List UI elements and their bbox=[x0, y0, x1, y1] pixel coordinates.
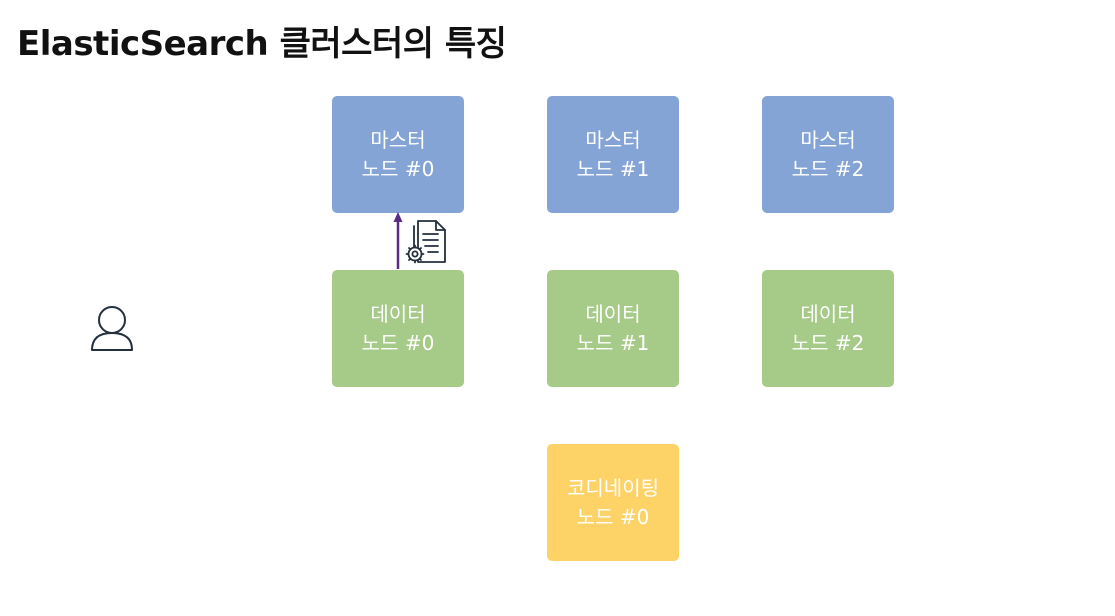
node-role-label: 데이터 bbox=[585, 301, 641, 326]
node-role-label: 마스터 bbox=[370, 127, 426, 152]
slide-title: ElasticSearch 클러스터의 특징 bbox=[17, 24, 507, 64]
document-settings-icon bbox=[405, 220, 446, 264]
node-name-label: 노드 #1 bbox=[576, 330, 650, 355]
node-name-label: 노드 #1 bbox=[576, 156, 650, 181]
node-role-label: 코디네이팅 bbox=[567, 475, 659, 500]
node-name-label: 노드 #2 bbox=[791, 156, 865, 181]
node-role-label: 마스터 bbox=[585, 127, 641, 152]
master-node-2: 마스터 노드 #2 bbox=[762, 96, 894, 213]
data-node-1: 데이터 노드 #1 bbox=[547, 270, 679, 387]
coordinating-node-0: 코디네이팅 노드 #0 bbox=[547, 444, 679, 561]
node-role-label: 마스터 bbox=[800, 127, 856, 152]
node-name-label: 노드 #2 bbox=[791, 330, 865, 355]
request-arrow bbox=[393, 212, 403, 269]
node-name-label: 노드 #0 bbox=[361, 330, 435, 355]
node-name-label: 노드 #0 bbox=[361, 156, 435, 181]
master-node-0: 마스터 노드 #0 bbox=[332, 96, 464, 213]
node-name-label: 노드 #0 bbox=[576, 504, 650, 529]
master-node-1: 마스터 노드 #1 bbox=[547, 96, 679, 213]
node-role-label: 데이터 bbox=[370, 301, 426, 326]
node-role-label: 데이터 bbox=[800, 301, 856, 326]
data-node-2: 데이터 노드 #2 bbox=[762, 270, 894, 387]
user-icon bbox=[91, 306, 133, 351]
data-node-0: 데이터 노드 #0 bbox=[332, 270, 464, 387]
